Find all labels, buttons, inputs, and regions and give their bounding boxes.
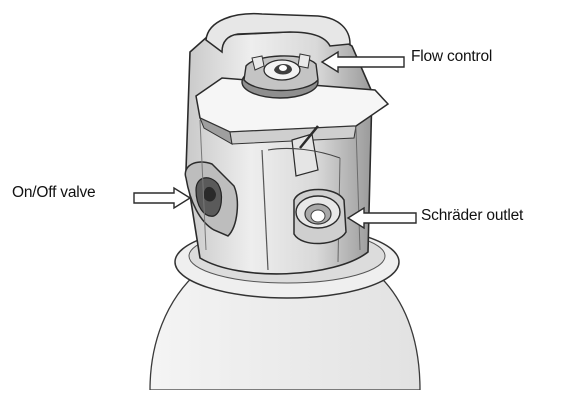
schrader-outlet [294, 190, 346, 244]
arrow-schrader-outlet [348, 208, 416, 228]
label-schrader-outlet: Schräder outlet [421, 207, 523, 225]
label-flow-control: Flow control [411, 48, 492, 66]
flow-control-knob [242, 54, 318, 98]
arrow-flow-control [322, 52, 404, 72]
arrow-on-off-valve [134, 188, 190, 208]
label-on-off-valve: On/Off valve [12, 184, 95, 202]
